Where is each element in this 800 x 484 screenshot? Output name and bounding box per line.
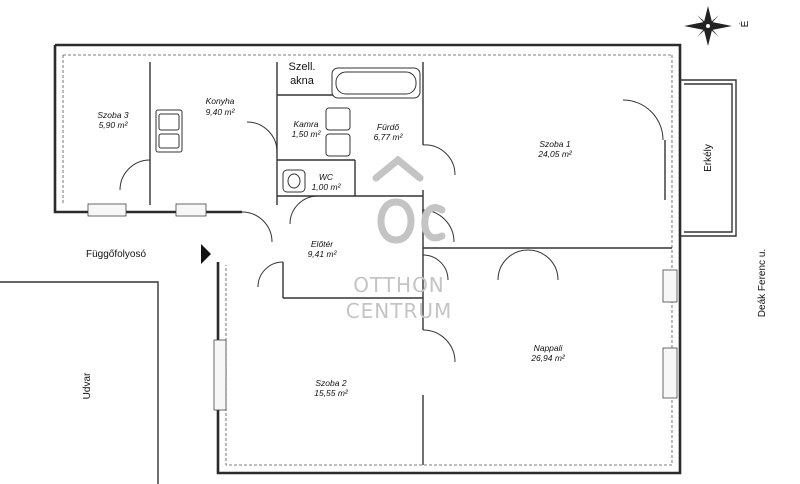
room-name-konyha: Konyha	[206, 96, 235, 106]
room-area-szoba1: 24,05 m²	[537, 149, 573, 159]
label-street: Deák Ferenc u.	[757, 249, 768, 317]
label-erkely: Erkély	[703, 144, 714, 172]
outer-walls	[53, 43, 682, 475]
room-area-szoba3: 5,90 m²	[99, 120, 129, 130]
windows	[87, 203, 678, 411]
room-area-wc: 1,00 m²	[312, 182, 342, 192]
room-area-nappali: 26,94 m²	[530, 353, 566, 363]
label-szell-line1: Szell.	[289, 61, 316, 73]
kitchen-sink	[155, 109, 183, 153]
label-udvar: Udvar	[82, 372, 93, 399]
balcony	[680, 79, 737, 237]
room-area-konyha: 9,40 m²	[206, 107, 236, 117]
room-area-furdo: 6,77 m²	[374, 132, 404, 142]
doors	[119, 99, 664, 363]
room-name-kamra: Kamra	[293, 119, 318, 129]
room-area-szoba2: 15,55 m²	[314, 388, 349, 398]
label-szell-line2: akna	[290, 75, 315, 87]
bathroom-fixtures	[282, 67, 421, 193]
room-area-eloter: 9,41 m²	[308, 249, 338, 259]
compass-icon	[684, 6, 732, 46]
room-name-nappali: Nappali	[534, 343, 564, 353]
label-fuggofolyoso: Függőfolyosó	[86, 249, 146, 260]
logo-line1: OTTHON	[353, 273, 445, 297]
otthon-centrum-logo	[372, 155, 446, 244]
logo-line2: CENTRUM	[346, 299, 453, 323]
room-name-furdo: Fürdő	[377, 122, 399, 132]
room-name-eloter: Előtér	[311, 239, 334, 249]
room-name-wc: WC	[319, 172, 334, 182]
entrance-arrow-icon	[201, 244, 211, 264]
compass-label: É	[738, 20, 751, 27]
courtyard-outline	[0, 281, 159, 484]
room-name-szoba3: Szoba 3	[97, 110, 128, 120]
room-name-szoba2: Szoba 2	[315, 378, 346, 388]
room-name-szoba1: Szoba 1	[539, 139, 570, 149]
interior-walls	[149, 62, 672, 465]
room-area-kamra: 1,50 m²	[292, 129, 322, 139]
